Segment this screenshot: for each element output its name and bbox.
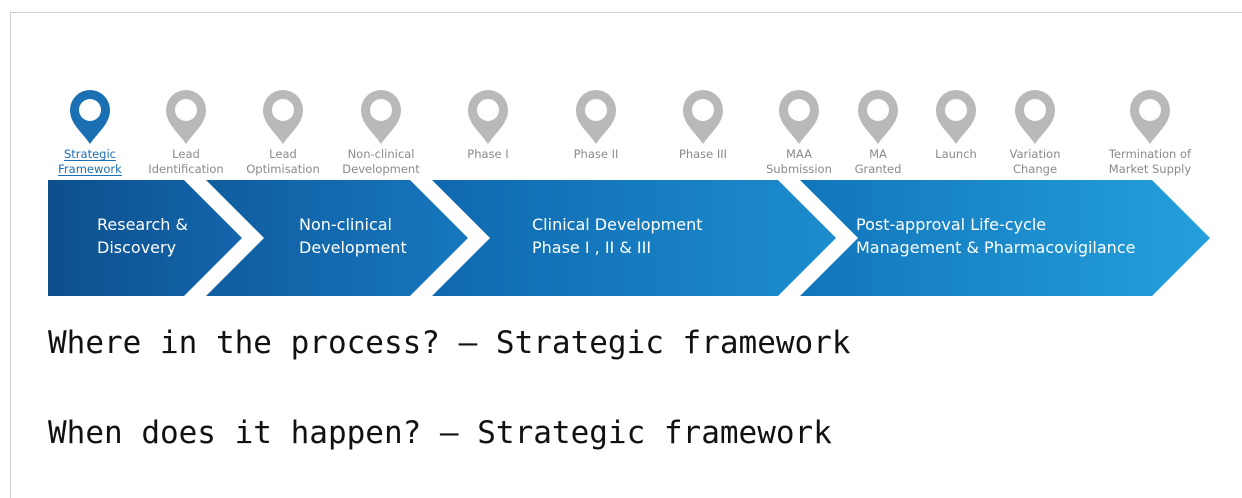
stage-label-research: Research & Discovery xyxy=(97,215,188,257)
milestone-label[interactable]: Launch xyxy=(935,147,977,161)
milestone-label[interactable]: MA Granted xyxy=(854,147,902,176)
milestone-label[interactable]: Lead Optimisation xyxy=(246,147,320,176)
map-pin-icon[interactable] xyxy=(465,88,511,146)
map-pin-icon[interactable] xyxy=(855,88,901,146)
stage-arrow-clinical xyxy=(432,180,836,296)
map-pin-icon[interactable] xyxy=(776,88,822,146)
map-pin-icon[interactable] xyxy=(573,88,619,146)
map-pin-icon[interactable] xyxy=(1012,88,1058,146)
question-where: Where in the process? – Strategic framew… xyxy=(48,325,851,361)
milestone-label[interactable]: Lead Identification xyxy=(148,147,224,176)
map-pin-icon[interactable] xyxy=(1127,88,1173,146)
map-pin-icon[interactable] xyxy=(67,88,113,146)
map-pin-icon[interactable] xyxy=(933,88,979,146)
slide-frame xyxy=(10,12,1242,498)
stage-arrow-nonclinical xyxy=(206,180,468,296)
milestone-label[interactable]: MAA Submission xyxy=(766,147,832,176)
milestone-label[interactable]: Variation Change xyxy=(1009,147,1061,176)
milestone-label[interactable]: Phase II xyxy=(573,147,619,161)
stage-label-clinical: Clinical Development Phase I , II & III xyxy=(532,215,703,257)
map-pin-icon[interactable] xyxy=(163,88,209,146)
milestone-label[interactable]: Non-clinical Development xyxy=(342,147,420,176)
milestone-label[interactable]: Strategic Framework xyxy=(58,147,122,176)
map-pin-icon[interactable] xyxy=(680,88,726,146)
stage-arrow-research xyxy=(48,180,242,296)
milestone-label[interactable]: Phase III xyxy=(678,147,728,161)
map-pin-icon[interactable] xyxy=(260,88,306,146)
stage-arrow-postapproval xyxy=(800,180,1210,296)
question-when: When does it happen? – Strategic framewo… xyxy=(48,415,832,451)
stage-label-postapproval: Post-approval Life-cycle Management & Ph… xyxy=(856,215,1136,257)
map-pin-icon[interactable] xyxy=(358,88,404,146)
stage-label-nonclinical: Non-clinical Development xyxy=(299,215,407,257)
milestone-label[interactable]: Phase I xyxy=(467,147,509,161)
milestone-label[interactable]: Termination of Market Supply xyxy=(1108,147,1192,176)
process-stages xyxy=(48,180,1210,296)
